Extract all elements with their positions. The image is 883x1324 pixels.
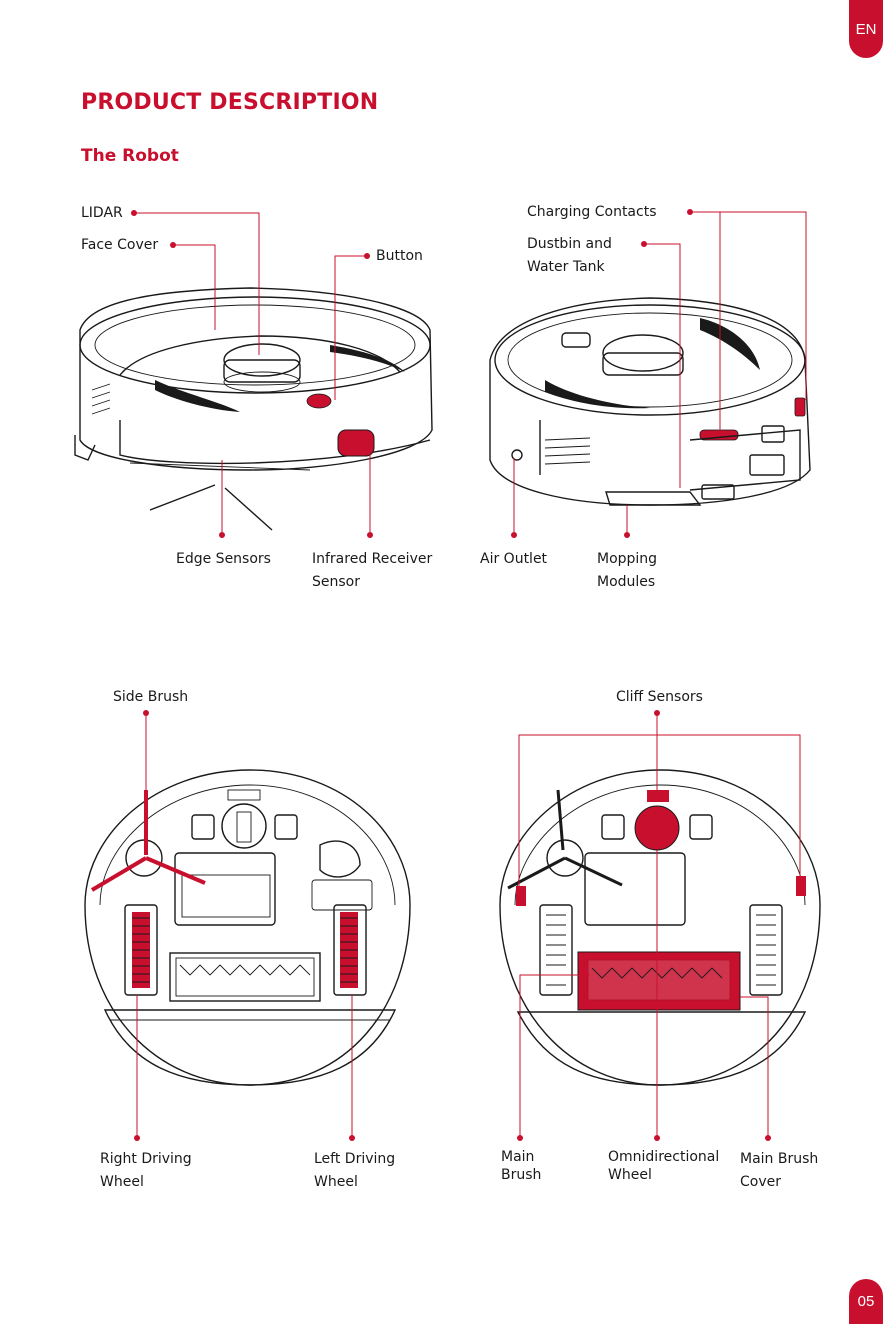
label-side-brush: Side Brush	[113, 686, 188, 709]
label-mopping-line1: Mopping	[597, 548, 657, 571]
label-edge-sensors: Edge Sensors	[176, 548, 271, 571]
label-infrared-line2: Sensor	[312, 571, 360, 594]
label-main-brush-line1: Main	[501, 1148, 534, 1166]
robot-bottom-view-right-illustration	[500, 770, 820, 1085]
label-cover-line1: Main Brush	[740, 1148, 818, 1171]
robot-top-view-illustration	[75, 288, 432, 530]
label-omni-line2: Wheel	[608, 1166, 652, 1184]
label-face-cover: Face Cover	[81, 234, 158, 257]
label-dustbin-line1: Dustbin and	[527, 233, 612, 256]
label-infrared-line1: Infrared Receiver	[312, 548, 432, 571]
label-charging-contacts: Charging Contacts	[527, 201, 657, 224]
label-right-wheel-line2: Wheel	[100, 1171, 144, 1194]
label-main-brush-line2: Brush	[501, 1166, 541, 1184]
label-lidar: LIDAR	[81, 202, 123, 225]
label-button: Button	[376, 245, 423, 268]
label-omni-line1: Omnidirectional	[608, 1148, 719, 1166]
label-left-wheel-line1: Left Driving	[314, 1148, 395, 1171]
label-mopping-line2: Modules	[597, 571, 655, 594]
label-left-wheel-line2: Wheel	[314, 1171, 358, 1194]
label-air-outlet: Air Outlet	[480, 548, 547, 571]
robot-bottom-view-left-illustration	[85, 770, 410, 1085]
label-dustbin-line2: Water Tank	[527, 256, 605, 279]
label-right-wheel-line1: Right Driving	[100, 1148, 192, 1171]
label-cover-line2: Cover	[740, 1171, 781, 1194]
label-cliff-sensors: Cliff Sensors	[616, 686, 703, 709]
page-number: 05	[849, 1279, 883, 1324]
robot-rear-view-illustration	[490, 298, 810, 505]
